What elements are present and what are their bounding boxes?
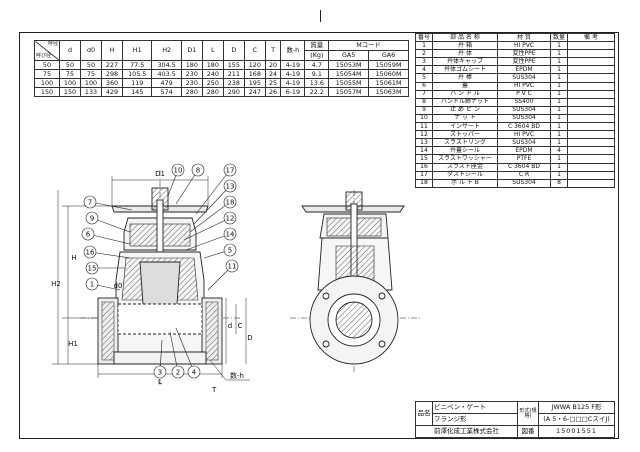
balloon-label: 18 [226,199,235,207]
balloon-11: 11 [207,259,239,291]
balloon-16: 16 [83,245,131,259]
dimension-cell: 15063M [368,87,409,97]
balloon-14: 14 [185,227,237,251]
dim-L-label: L [158,378,162,386]
balloon-label: 17 [226,167,235,175]
balloon-15: 15 [85,261,126,275]
balloon-label: 1 [90,281,94,289]
balloon-2: 2 [169,331,185,379]
balloon-label: 4 [192,369,197,377]
dim-d-label: d [228,322,232,330]
dim-H-label: H [71,254,76,262]
dim-H1-label: H1 [68,340,78,348]
balloon-label: 5 [228,247,232,255]
side-section-view [290,190,420,372]
dimension-cell: 6-19 [280,87,306,97]
dim-D1-label: D1 [155,170,165,178]
dim-T-label: T [211,386,217,394]
balloon-label: 15 [88,265,97,273]
dim-D-label: D [247,334,252,342]
front-dimension-labels: D1 H H2 H1 L d C D d0 [51,170,253,386]
balloon-17: 17 [195,163,237,215]
corner-cell: 呼径 呼び径 [34,40,60,61]
part-balloons: 10 8 7 9 6 16 15 1 17 13 18 12 14 5 11 3 2 4 [81,163,239,379]
balloon-4: 4 [175,327,201,379]
balloon-9: 9 [85,211,131,233]
bolt-count-label: 数-h [230,371,244,380]
title-drawing-number: 15001551 [538,425,615,438]
balloon-label: 9 [90,215,94,223]
title-company: 前澤化成工業株式会社 [415,425,518,438]
corner-bottom-label: 呼び径 [36,53,52,59]
dimension-table: 呼径 呼び径 d d0 H H1 H2 D1 L D C T 数-h 質量 Mコ… [34,40,409,97]
dimension-cell: 26 [264,87,282,97]
dim-H2-label: H2 [51,280,61,288]
balloon-label: 8 [196,167,200,175]
balloon-7: 7 [83,195,133,211]
dim-d0-label: d0 [114,282,123,290]
balloon-label: 3 [158,369,162,377]
balloon-12: 12 [183,211,237,241]
balloon-10: 10 [167,163,185,197]
balloon-13: 13 [193,179,237,225]
title-block: 品名 ビニペン・ゲート 形式(規格) JWWA B125 F形 フランジ形 (A… [415,401,615,438]
corner-top-label: 呼径 [47,41,58,47]
balloon-label: 12 [226,215,235,223]
dimension-cell: 574 [151,87,182,97]
balloon-label: 2 [176,369,180,377]
bolt-label: 数-h T [209,359,250,394]
center-mark [320,10,321,22]
balloon-label: 14 [226,231,235,239]
parts-cell [567,178,615,188]
front-dimensions [52,176,247,378]
balloon-label: 16 [86,249,95,257]
balloon-5: 5 [203,243,237,259]
balloon-label: 10 [174,167,183,175]
balloon-6: 6 [81,227,131,245]
drawing-frame [19,32,619,439]
balloon-8: 8 [175,163,205,205]
dimension-cell: 145 [121,87,153,97]
front-section-view [80,170,240,385]
balloon-label: 6 [86,231,91,239]
balloon-label: 7 [88,199,92,207]
balloon-3: 3 [153,339,167,379]
balloon-1: 1 [85,277,121,291]
balloon-18: 18 [189,195,237,233]
dim-C-label: C [238,322,243,330]
balloon-label: 13 [226,183,235,191]
balloon-label: 11 [228,263,237,271]
